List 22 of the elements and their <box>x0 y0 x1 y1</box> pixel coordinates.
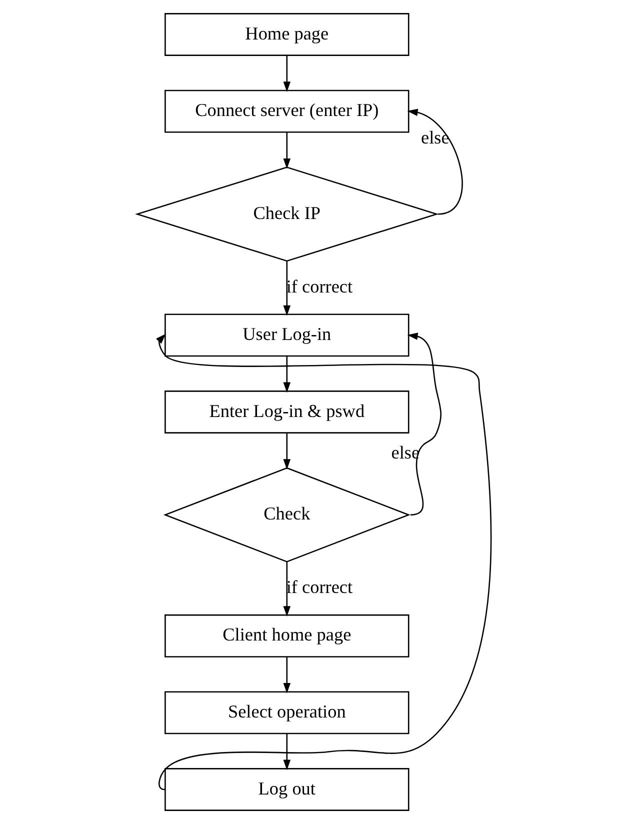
node-box: Select operation <box>164 691 410 734</box>
edge-label: else <box>391 442 420 463</box>
node-box: User Log-in <box>164 314 410 357</box>
arrow <box>283 132 291 169</box>
node-box: Enter Log-in & pswd <box>164 390 410 434</box>
arrow <box>283 261 291 316</box>
node-box: Connect server (enter IP) <box>164 90 410 133</box>
edge-label: if correct <box>286 276 353 297</box>
node-box: Home page <box>164 13 410 56</box>
node-box: Client home page <box>164 614 410 658</box>
edge-label: if correct <box>286 577 353 598</box>
node-diamond: Check IP <box>135 166 439 262</box>
arrow <box>283 56 291 92</box>
arrow <box>283 734 291 770</box>
node-diamond: Check <box>163 467 410 562</box>
edge-label: else <box>421 128 450 148</box>
node-box: Log out <box>164 768 410 811</box>
arrow <box>407 108 463 215</box>
arrow <box>283 356 291 393</box>
arrow <box>283 657 291 694</box>
arrow <box>283 562 291 617</box>
arrow <box>283 433 291 470</box>
